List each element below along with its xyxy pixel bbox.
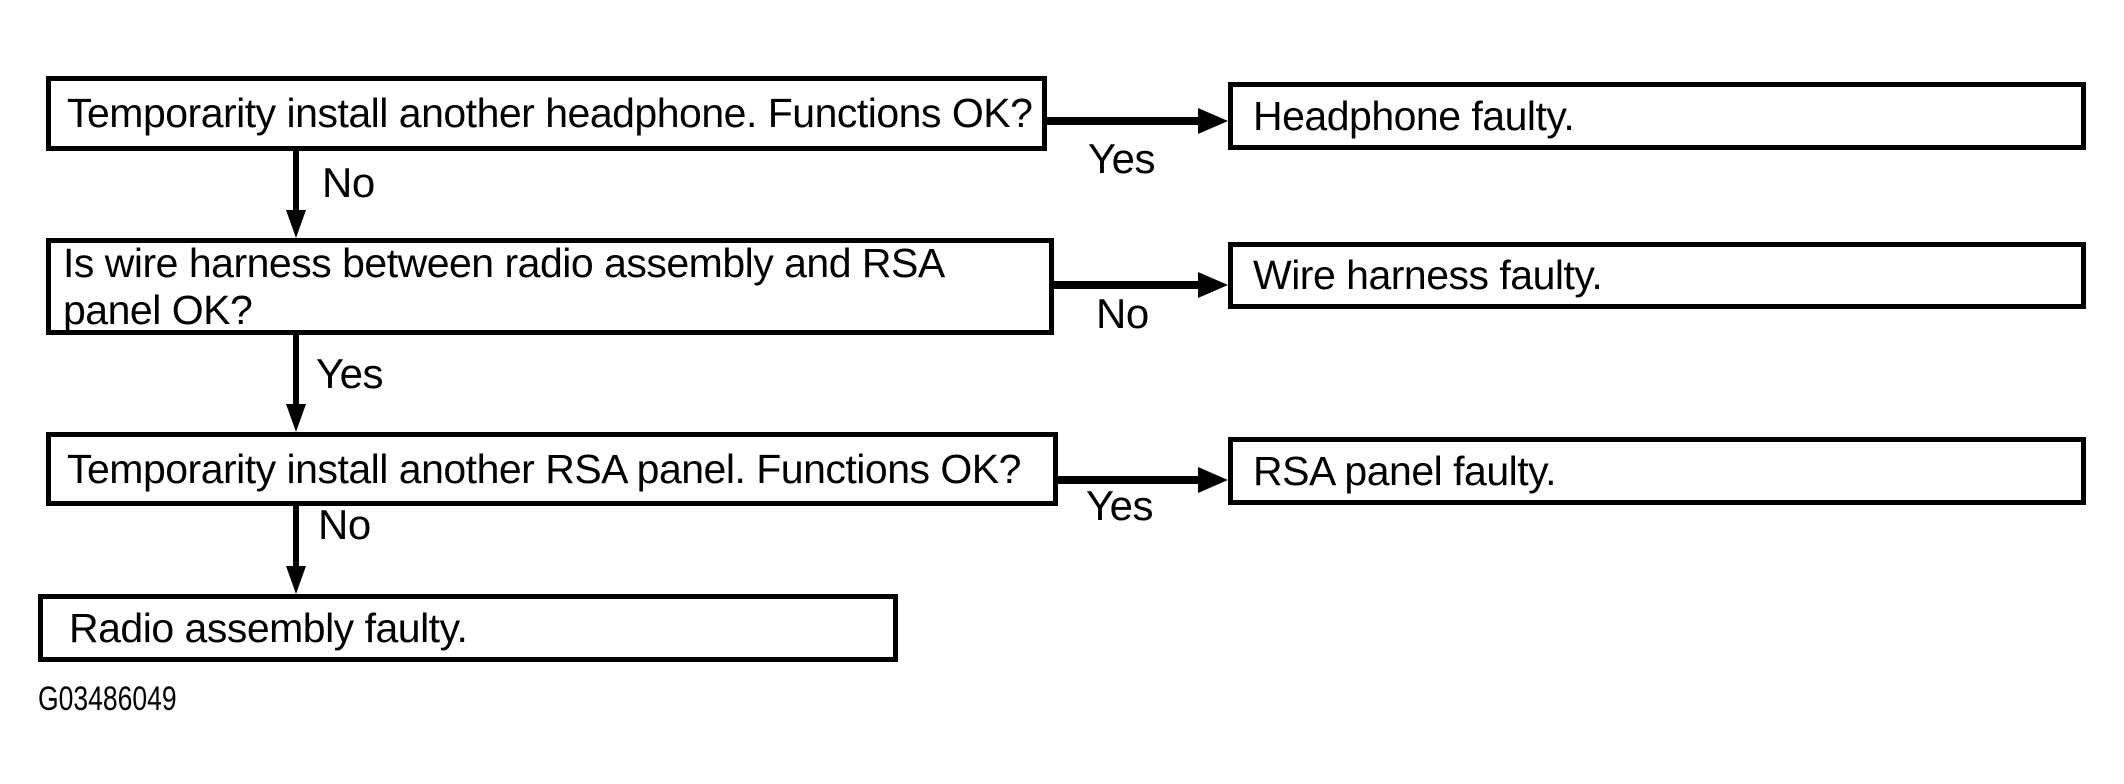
arrowhead-right-icon [1198, 467, 1228, 493]
edge-label-q2-yes: Yes [316, 350, 384, 397]
arrowhead-down-icon [286, 404, 306, 432]
edge-label-q2-no: No [1096, 290, 1149, 337]
flow-box-text-line2: panel OK? [63, 286, 253, 333]
arrowhead-right-icon [1198, 108, 1228, 134]
arrowhead-down-icon [286, 566, 306, 594]
flow-box-question-rsa-panel: Temporarity install another RSA panel. F… [46, 432, 1058, 506]
arrow-line-q1-to-headphone-result [1046, 117, 1198, 125]
flow-box-question-wire-harness: Is wire harness between radio assembly a… [46, 238, 1054, 335]
arrow-line-q2-to-q3 [293, 334, 299, 404]
arrow-line-q1-to-q2 [293, 150, 299, 212]
arrowhead-right-icon [1198, 272, 1228, 298]
edge-label-q3-no: No [318, 501, 371, 548]
flow-box-text: Temporarity install another RSA panel. F… [67, 445, 1021, 492]
flow-box-result-wire-harness-faulty: Wire harness faulty. [1228, 242, 2086, 309]
arrow-line-q3-to-radio-result [293, 505, 299, 566]
edge-label-q1-no: No [322, 159, 375, 206]
edge-label-q1-yes: Yes [1088, 135, 1156, 182]
arrow-line-q3-to-rsa-result [1057, 476, 1198, 484]
flow-box-text: RSA panel faulty. [1253, 447, 1556, 494]
flow-box-question-headphone: Temporarity install another headphone. F… [46, 76, 1047, 151]
edge-label-q3-yes: Yes [1086, 482, 1154, 529]
flow-box-text: Radio assembly faulty. [69, 604, 468, 651]
arrow-line-q2-to-harness-result [1054, 281, 1198, 289]
flow-box-text: Wire harness faulty. [1253, 252, 1603, 298]
arrowhead-down-icon [286, 210, 306, 238]
flow-box-result-rsa-panel-faulty: RSA panel faulty. [1228, 437, 2086, 505]
flow-box-text: Temporarity install another headphone. F… [67, 90, 1033, 136]
figure-id-caption: G03486049 [38, 680, 177, 718]
flow-box-text-line1: Is wire harness between radio assembly a… [63, 239, 945, 286]
flow-box-result-radio-assembly-faulty: Radio assembly faulty. [38, 594, 898, 662]
flow-box-result-headphone-faulty: Headphone faulty. [1228, 82, 2086, 150]
flow-box-text: Headphone faulty. [1253, 92, 1575, 139]
